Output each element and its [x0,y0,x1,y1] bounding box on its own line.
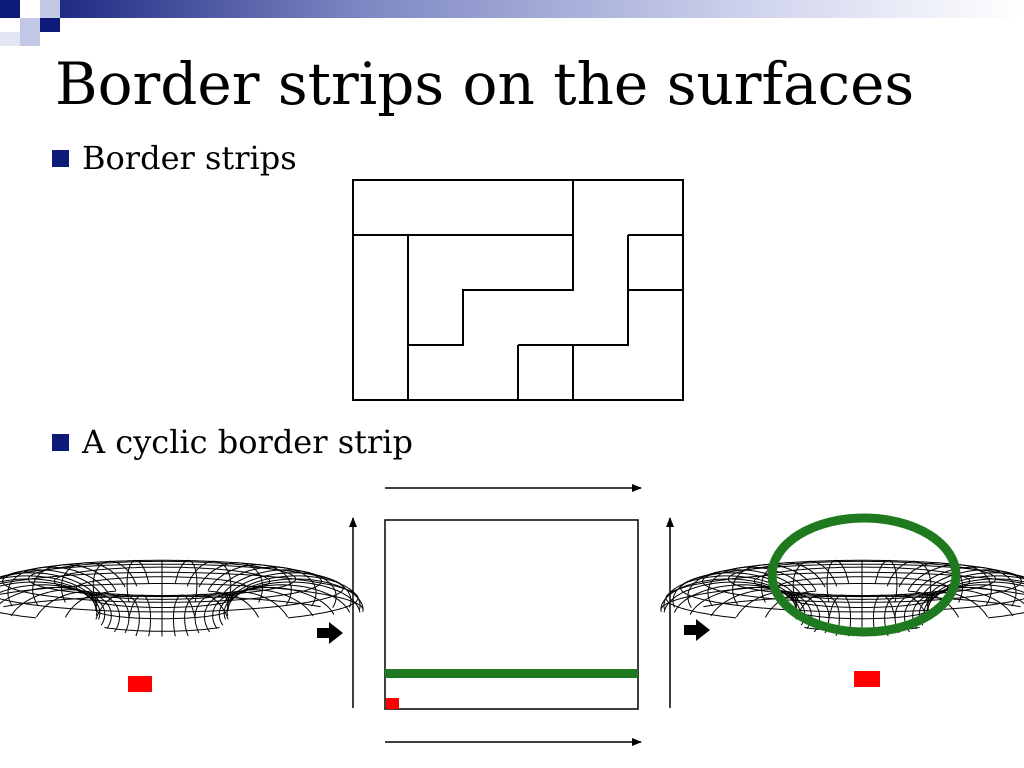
slide-title: Border strips on the surfaces [55,50,915,118]
torus-mesh-line [923,584,1024,620]
border-strips-diagram [352,179,684,401]
torus-marked-cell [854,671,880,687]
bullet-text: Border strips [82,139,297,177]
torus-mesh-line [727,560,997,598]
right-arrow-icon [684,619,710,641]
strip-staircase [408,235,574,346]
cyclic-strip-band [385,669,638,678]
strip-bottom-cells [517,344,574,400]
deco-square [40,18,60,32]
torus-mesh-line [227,578,364,611]
deco-square [0,32,20,46]
torus-right [660,513,1024,687]
bullet-square-icon [52,433,69,451]
torus-mesh-line [27,560,297,598]
deco-square [20,0,40,18]
torus-left [0,559,364,692]
right-arrow-icon [317,622,343,644]
torus-mesh-line [660,583,1024,613]
deco-square [40,0,60,18]
cyclic-strip-ring [767,513,961,637]
deco-square [20,18,40,32]
torus-mesh-line [672,572,799,608]
marked-cell [386,698,399,709]
torus-mesh-line [0,572,99,601]
bullet-cyclic-border-strip: A cyclic border strip [52,422,413,462]
torus-mesh-line [665,571,1024,619]
torus-mesh-line [703,595,1021,608]
torus-mesh-line [0,563,344,613]
torus-mesh-line [90,590,234,608]
torus-mesh-line [925,572,1024,601]
torus-mesh-line [790,590,934,608]
torus-mesh-line [203,591,288,633]
bullet-square-icon [52,149,69,167]
torus-mesh-line [753,566,971,596]
strip-top-left [353,180,574,236]
torus-mesh-line [36,591,121,633]
header-decoration [0,0,1024,46]
unfolded-square-diagram [349,484,674,746]
torus-mesh-line [673,584,801,620]
fundamental-square [384,519,639,710]
torus-mesh-line [1,559,322,603]
bullet-text: A cyclic border strip [82,423,413,461]
torus-mesh-line [0,569,103,598]
deco-square [20,32,40,46]
torus-mesh-line [75,576,249,600]
torus-mesh-line [3,595,321,608]
deco-square [0,0,20,18]
torus-marked-cell [128,676,152,692]
torus-mesh-line [0,571,359,619]
torus-mesh-line [104,626,220,632]
torus-mesh-line [53,566,271,596]
torus-mesh-line [921,569,1024,598]
torus-mesh-line [0,584,101,620]
bullet-border-strips: Border strips [52,138,297,178]
torus-mesh-line [225,572,352,608]
strip-right-block [573,234,683,346]
torus-mesh-line [0,583,364,613]
torus-mesh-line [223,584,351,620]
torus-mesh-line [95,609,229,620]
